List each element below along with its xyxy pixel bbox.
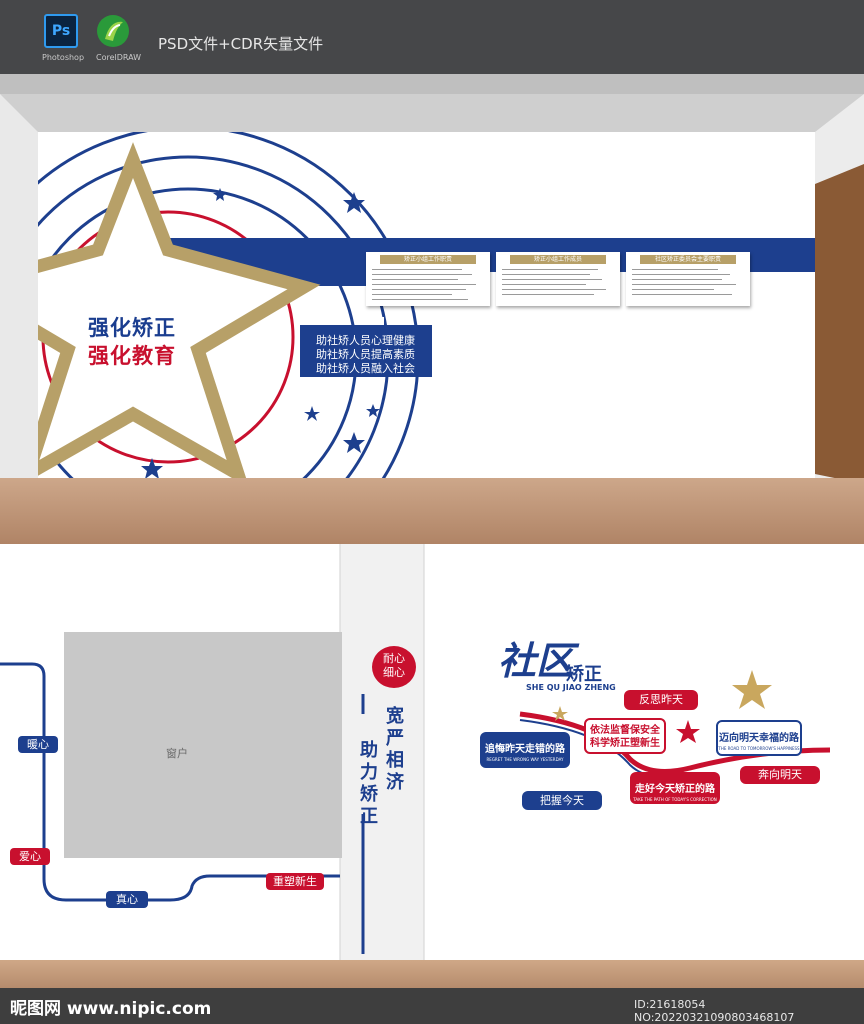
gold-star [38, 142, 321, 480]
regret-text: 追悔昨天走错的路 [485, 744, 565, 755]
toward-text: 迈向明天幸福的路 [719, 733, 799, 744]
info-panel-committee: 社区矫正委员会主要职责 [626, 252, 750, 306]
column-text-leniency: 宽严相济 [386, 706, 404, 793]
ceiling-edge [0, 74, 864, 94]
toward-en: THE ROAD TO TOMORROW'S HAPPINESS [718, 746, 800, 751]
aim-item: 助社矫人员心理健康 [316, 334, 415, 347]
tag-sincerity: 真心 [106, 891, 148, 908]
bubble-reflect: 反思昨天 [624, 690, 698, 710]
supervise-line-1: 依法监督保安全 [590, 725, 660, 736]
regret-en: REGRET THE WRONG WAY YESTERDAY [486, 757, 564, 762]
image-id: ID:21618054 NO:20220321090803468107 [634, 998, 795, 1024]
bubble-walk: 走好今天矫正的路 TAKE THE PATH OF TODAY'S CORREC… [630, 772, 720, 804]
floor-bottom [0, 960, 864, 992]
room-walls [0, 94, 864, 494]
logo-pinyin: SHE QU JIAO ZHENG [526, 683, 616, 692]
slogan-line-2: 强化教育 [88, 344, 176, 368]
walk-en: TAKE THE PATH OF TODAY'S CORRECTION [633, 797, 717, 802]
community-logo: 社区 [498, 638, 575, 683]
info-panel-members: 矫正小组工作成员 [496, 252, 620, 306]
photoshop-label: Photoshop [42, 53, 85, 62]
patience-bubble: 耐心 细心 [372, 646, 416, 688]
file-format-title: PSD文件+CDR矢量文件 [158, 35, 324, 53]
panel-title: 社区矫正委员会主要职责 [640, 255, 736, 264]
photoshop-icon: Ps [44, 14, 78, 48]
slogan-line-1: 强化矫正 [88, 316, 176, 340]
gold-star-small [732, 670, 772, 709]
coreldraw-label: CorelDRAW [96, 53, 142, 62]
floor-top [0, 478, 864, 544]
bubble-grasp: 把握今天 [522, 791, 602, 810]
window-placeholder [64, 632, 342, 858]
info-panel-duties: 矫正小组工作职责 [366, 252, 490, 306]
patience-text: 耐心 细心 [383, 652, 405, 679]
panel-title: 矫正小组工作职责 [380, 255, 476, 264]
window-label: 窗户 [166, 747, 188, 760]
tag-love: 爱心 [10, 848, 50, 865]
panel-title: 矫正小组工作成员 [510, 255, 606, 264]
aim-item: 助社矫人员提高素质 [316, 348, 415, 361]
bubble-toward: 迈向明天幸福的路 THE ROAD TO TOMORROW'S HAPPINES… [716, 720, 802, 756]
coreldraw-icon [96, 14, 130, 48]
tag-warm-heart: 暖心 [18, 736, 58, 753]
main-wall [38, 132, 815, 480]
bubble-supervise: 依法监督保安全 科学矫正塑新生 [584, 718, 666, 754]
watermark-strip [0, 988, 864, 1024]
tag-reborn: 重塑新生 [266, 873, 324, 890]
bubble-run: 奔向明天 [740, 766, 820, 784]
site-watermark: 昵图网 www.nipic.com [10, 999, 212, 1019]
top-bar: Ps Photoshop CorelDRAW PSD文件+CDR矢量文件 [0, 0, 864, 74]
supervise-line-2: 科学矫正塑新生 [590, 738, 660, 749]
column-text-assist: 助力矫正 [360, 740, 378, 827]
aims-box [300, 325, 432, 377]
decor-stars [141, 188, 380, 479]
aim-item: 助社矫人员融入社会 [316, 362, 415, 375]
walk-text: 走好今天矫正的路 [635, 784, 715, 795]
bubble-regret: 追悔昨天走错的路 REGRET THE WRONG WAY YESTERDAY [480, 732, 570, 768]
correction-logo-text: 矫正 [566, 664, 602, 685]
